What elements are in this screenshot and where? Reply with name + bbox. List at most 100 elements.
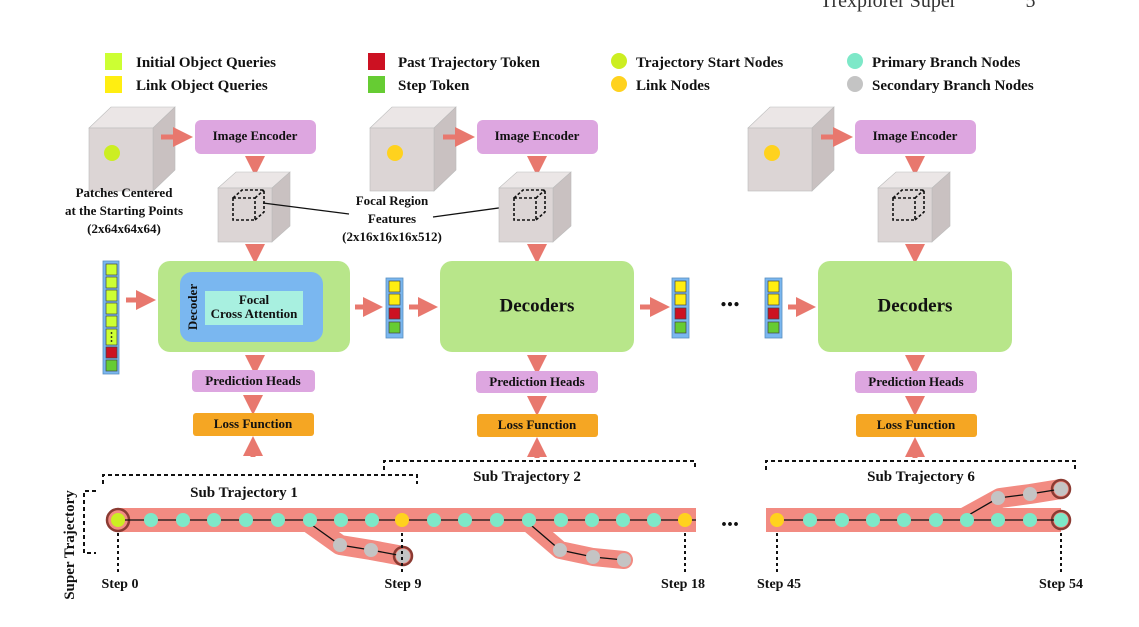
- primary-node: [303, 513, 317, 527]
- loss-function-2: Loss Function: [477, 414, 598, 437]
- feature-cube-1: [217, 171, 291, 243]
- loss-function-1: Loss Function: [193, 413, 314, 436]
- column-2: Image Encoder Decoders Prediction Heads: [369, 106, 634, 458]
- link-query-swatch: [105, 76, 122, 93]
- link-node: [678, 513, 692, 527]
- focal-region-icon: [892, 189, 925, 221]
- trajectory-nodes: [111, 482, 1068, 567]
- initial-query-swatch: [105, 53, 122, 70]
- decoders-1: Decoder Focal Cross Attention: [158, 261, 350, 352]
- primary-node: [176, 513, 190, 527]
- loss-function-label: Loss Function: [214, 416, 293, 431]
- trajectory-ellipsis: ...: [721, 506, 739, 532]
- sub-trajectory-1-label: Sub Trajectory 1: [190, 485, 298, 501]
- page-header: Trexplorer Super 5: [820, 0, 1035, 13]
- primary-node: [616, 513, 630, 527]
- secondary-node: [364, 543, 378, 557]
- primary-node: [207, 513, 221, 527]
- primary-node: [271, 513, 285, 527]
- focal-note-line1: Focal Region: [356, 193, 429, 208]
- secondary-node: [333, 538, 347, 552]
- primary-node: [365, 513, 379, 527]
- decoders-2: Decoders: [440, 261, 634, 352]
- loss-function-3: Loss Function: [856, 414, 977, 437]
- sub-trajectory-2-label: Sub Trajectory 2: [473, 469, 581, 485]
- decoders-label: Decoders: [878, 295, 953, 316]
- primary-node: [585, 513, 599, 527]
- legend-label: Primary Branch Nodes: [872, 55, 1020, 71]
- decoders-3: Decoders: [818, 261, 1012, 352]
- prediction-heads-3: Prediction Heads: [855, 371, 977, 393]
- step-markers: [117, 533, 1062, 572]
- focal-note-line3: (2x16x16x16x512): [342, 229, 442, 244]
- primary-node: [458, 513, 472, 527]
- start-point-dot: [104, 145, 120, 161]
- legend-label: Initial Object Queries: [136, 55, 276, 71]
- prediction-heads-2: Prediction Heads: [476, 371, 598, 393]
- loss-function-label: Loss Function: [877, 417, 956, 432]
- input-patch-cube: [369, 106, 457, 192]
- past-token-swatch: [368, 53, 385, 70]
- focal-note-line2: Features: [368, 211, 416, 226]
- primary-node-swatch: [847, 53, 863, 69]
- step-18-label: Step 18: [661, 577, 705, 592]
- legend-item-trajectory-start-nodes: Trajectory Start Nodes: [611, 53, 783, 71]
- prediction-heads-label: Prediction Heads: [868, 374, 963, 389]
- image-encoder-label: Image Encoder: [495, 128, 580, 143]
- feature-cube-3: [877, 171, 951, 243]
- legend-label: Past Trajectory Token: [398, 55, 541, 71]
- legend-item-step-token: Step Token: [368, 76, 470, 94]
- primary-node: [803, 513, 817, 527]
- header-title: Trexplorer Super: [820, 0, 957, 12]
- query-token-stack-1: [102, 260, 120, 375]
- primary-node: [1054, 513, 1068, 527]
- super-trajectory-label: Super Trajectory: [62, 490, 78, 600]
- patches-note-line1: Patches Centered: [76, 185, 174, 200]
- primary-node: [144, 513, 158, 527]
- legend-item-primary-branch-nodes: Primary Branch Nodes: [847, 53, 1020, 71]
- step-token-swatch: [368, 76, 385, 93]
- header-page-number: 5: [1025, 0, 1036, 12]
- secondary-node-swatch: [847, 76, 863, 92]
- primary-node: [897, 513, 911, 527]
- focal-region-icon: [232, 189, 265, 221]
- secondary-node: [617, 553, 631, 567]
- pipeline-ellipsis: ...: [720, 283, 740, 312]
- secondary-node: [1054, 482, 1068, 496]
- query-token-stack-2: [385, 277, 404, 339]
- column-1: Image Encoder: [65, 106, 350, 457]
- input-patch-cube: [88, 106, 176, 192]
- primary-node: [522, 513, 536, 527]
- legend: Initial Object Queries Link Object Queri…: [105, 53, 1034, 94]
- column-3: Image Encoder Decoders Prediction Heads: [747, 106, 1012, 458]
- legend-item-past-trajectory-token: Past Trajectory Token: [368, 53, 541, 71]
- legend-item-link-object-queries: Link Object Queries: [105, 76, 268, 94]
- patches-note-line2: at the Starting Points: [65, 203, 183, 218]
- sub-trajectory-6-label: Sub Trajectory 6: [867, 469, 975, 485]
- primary-node: [554, 513, 568, 527]
- image-encoder-2: Image Encoder: [477, 120, 598, 154]
- step-0-label: Step 0: [102, 577, 139, 592]
- patches-note-line3: (2x64x64x64): [87, 221, 161, 236]
- primary-node: [427, 513, 441, 527]
- decoders-label: Decoders: [500, 295, 575, 316]
- image-encoder-1: Image Encoder: [195, 120, 316, 154]
- legend-label: Step Token: [398, 78, 470, 94]
- primary-node: [835, 513, 849, 527]
- image-encoder-label: Image Encoder: [213, 128, 298, 143]
- link-node-swatch: [611, 76, 627, 92]
- link-point-dot: [387, 145, 403, 161]
- query-token-stack-4: [764, 277, 783, 339]
- primary-node: [1023, 513, 1037, 527]
- primary-node: [239, 513, 253, 527]
- cross-attention-label: Cross Attention: [211, 306, 299, 321]
- secondary-node: [553, 543, 567, 557]
- input-patch-cube: [747, 106, 835, 192]
- legend-item-link-nodes: Link Nodes: [611, 76, 710, 94]
- secondary-node: [586, 550, 600, 564]
- image-encoder-3: Image Encoder: [855, 120, 976, 154]
- secondary-node: [1023, 487, 1037, 501]
- sub-trajectory-brackets: [83, 460, 1076, 554]
- step-45-label: Step 45: [757, 577, 801, 592]
